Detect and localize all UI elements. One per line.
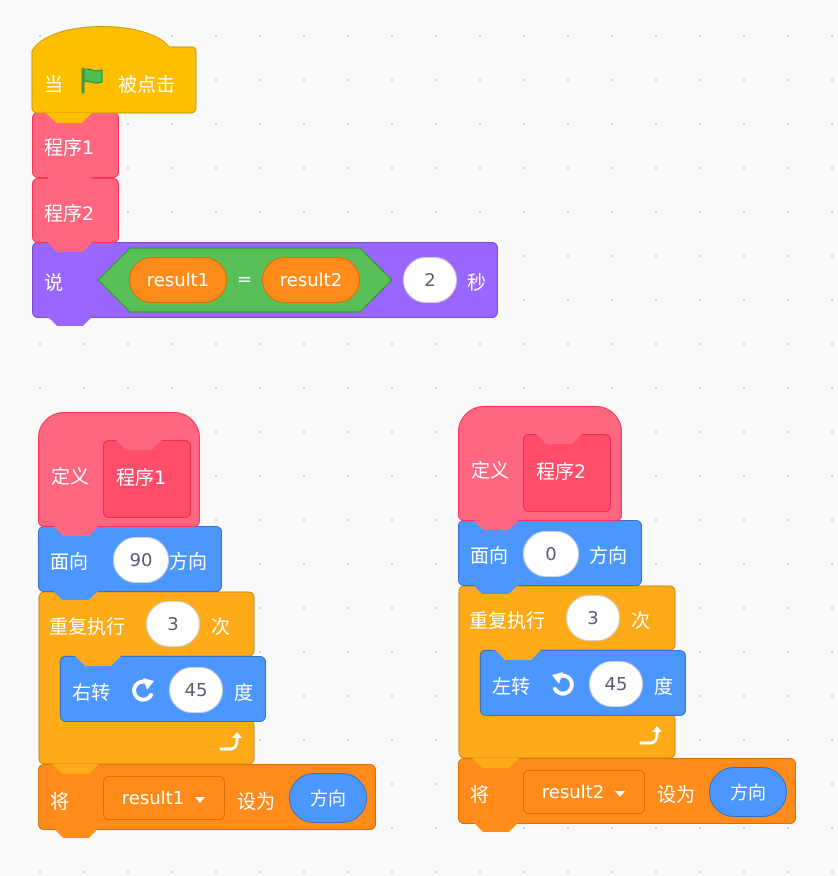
- dropdown-arrow-icon: [614, 782, 626, 803]
- direction-reporter[interactable]: 方向: [289, 773, 367, 823]
- set-to-label: 设为: [237, 791, 276, 813]
- repeat-label: 重复执行: [49, 616, 126, 638]
- turn-suffix-label: 度: [234, 682, 254, 704]
- block-notch: [75, 656, 121, 666]
- say-secs-unit-label: 秒: [467, 272, 487, 294]
- variable-name: result1: [121, 787, 185, 809]
- equals-operator[interactable]: result1 = result2: [97, 247, 393, 313]
- say-secs-input[interactable]: 2: [403, 257, 457, 303]
- block-tab: [473, 519, 519, 529]
- block-tab: [53, 525, 99, 535]
- point-suffix-label: 方向: [169, 551, 208, 573]
- repeat-suffix-label: 次: [631, 610, 651, 632]
- turn-right-label: 右转: [72, 682, 111, 704]
- call-proc2-label: 程序2: [44, 203, 95, 225]
- point-label: 面向: [470, 545, 509, 567]
- set-label: 将: [470, 784, 490, 806]
- block-tab: [473, 584, 519, 594]
- define-procedure-1-block[interactable]: 定义 程序1: [38, 412, 200, 535]
- point-label: 面向: [50, 551, 89, 573]
- reporter-result1[interactable]: result1: [129, 257, 227, 303]
- block-notch: [536, 434, 582, 444]
- equals-symbol: =: [237, 269, 253, 290]
- repeat-count-input[interactable]: 3: [146, 601, 200, 647]
- turn-right-block[interactable]: 右转 45 度: [60, 656, 266, 722]
- block-notch: [495, 650, 541, 660]
- block-tab: [53, 828, 99, 838]
- loop-arrow-icon: [638, 723, 662, 751]
- turn-degrees-input[interactable]: 45: [589, 661, 643, 707]
- reporter-result2[interactable]: result2: [262, 257, 360, 303]
- repeat-suffix-label: 次: [211, 616, 231, 638]
- point-in-direction-block[interactable]: 面向 90 方向: [38, 526, 222, 600]
- loop-arrow-icon: [218, 729, 242, 757]
- define-procedure-2-block[interactable]: 定义 程序2: [458, 406, 622, 529]
- rotate-left-icon: [547, 669, 577, 704]
- variable-dropdown[interactable]: result2: [523, 770, 645, 814]
- proto-name-label: 程序1: [116, 467, 167, 489]
- block-tab: [52, 764, 98, 774]
- call-proc1-label: 程序1: [44, 137, 95, 159]
- repeat-label: 重复执行: [469, 610, 546, 632]
- variable-dropdown[interactable]: result1: [103, 776, 225, 820]
- block-tab: [472, 758, 518, 768]
- procedure-prototype[interactable]: 程序1: [103, 440, 191, 518]
- block-tab: [473, 822, 519, 832]
- hat-when-label: 当: [44, 74, 64, 96]
- turn-left-block[interactable]: 左转 45 度: [480, 650, 686, 716]
- call-procedure-2-block[interactable]: 程序2: [32, 178, 119, 251]
- set-to-label: 设为: [657, 784, 696, 806]
- say-for-secs-block[interactable]: 说 result1 = result2 2 秒: [32, 242, 498, 326]
- block-tab: [46, 113, 92, 123]
- hat-clicked-label: 被点击: [118, 74, 176, 96]
- direction-reporter[interactable]: 方向: [709, 767, 787, 817]
- block-tab: [53, 590, 99, 600]
- block-notch: [116, 440, 162, 450]
- set-label: 将: [50, 791, 70, 813]
- green-flag-icon: [78, 66, 106, 99]
- turn-suffix-label: 度: [654, 676, 674, 698]
- variable-name: result2: [541, 781, 605, 803]
- turn-left-label: 左转: [492, 676, 531, 698]
- dropdown-arrow-icon: [194, 788, 206, 809]
- set-variable-block[interactable]: 将 result2 设为 方向: [458, 758, 796, 832]
- proto-name-label: 程序2: [536, 461, 587, 483]
- point-suffix-label: 方向: [589, 545, 628, 567]
- block-tab: [47, 241, 93, 251]
- block-tab: [47, 316, 93, 326]
- say-label: 说: [44, 272, 64, 294]
- define-label: 定义: [471, 460, 510, 482]
- turn-degrees-input[interactable]: 45: [169, 667, 223, 713]
- point-in-direction-block[interactable]: 面向 0 方向: [458, 520, 642, 594]
- direction-input[interactable]: 90: [113, 537, 169, 583]
- block-tab: [47, 176, 93, 186]
- set-variable-block[interactable]: 将 result1 设为 方向: [38, 764, 376, 838]
- call-procedure-1-block[interactable]: 程序1: [32, 112, 119, 186]
- hat-shape: [31, 26, 197, 114]
- procedure-prototype[interactable]: 程序2: [523, 434, 611, 512]
- define-label: 定义: [51, 466, 90, 488]
- rotate-right-icon: [129, 675, 159, 710]
- when-flag-clicked-block[interactable]: 当 被点击: [31, 26, 197, 123]
- direction-input[interactable]: 0: [523, 531, 579, 577]
- repeat-count-input[interactable]: 3: [566, 595, 620, 641]
